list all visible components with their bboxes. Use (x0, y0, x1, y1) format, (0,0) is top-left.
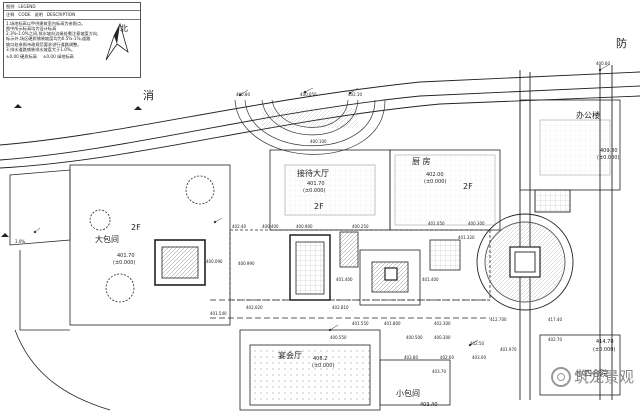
spot-elevation: 400.300 (434, 335, 451, 340)
spot-elevation: 403.00 (472, 355, 486, 360)
legend-title-code: LEGEND (18, 4, 36, 9)
spot-elevation: 400.60 (596, 61, 610, 66)
road-label: 防 (616, 37, 627, 50)
watermark: 筑龙景观 (551, 366, 634, 387)
spot-elevation: 401.540 (210, 311, 227, 316)
office-zero: (±0.000) (597, 155, 620, 161)
slope-label: 3.0% (15, 239, 26, 244)
legend-symbol-hard: ±0.00 硬质标高 (6, 54, 37, 59)
spot-elevation: 401.050 (428, 221, 445, 226)
spot-elevation: 400.550 (330, 335, 347, 340)
spot-elevation: 402.810 (332, 305, 349, 310)
spot-elevation: 400.400 (262, 224, 279, 229)
spot-elevation: 401.970 (500, 347, 517, 352)
courtyard-elevation: 414.70 (596, 339, 614, 345)
spot-elevation: 412.700 (490, 317, 507, 322)
legend-col-desc-en: DESCRIPTION (46, 12, 76, 18)
slope-arrows (1, 104, 142, 237)
north-label: 北 (120, 24, 128, 33)
legend-note: 2.3%-1.0%之间,排水坡向边缘处需注意坡度方向, (6, 31, 99, 36)
kitchen-floor: 2F (463, 182, 473, 191)
spot-elevation: 400.80 (236, 92, 250, 97)
spot-elevation: 402.300 (434, 321, 451, 326)
spot-elevation: 401.800 (384, 321, 401, 326)
kitchen-label: 厨 房 (412, 157, 431, 166)
legend-note: 3.排水道路铺装排水坡度大于1.0%。 (6, 46, 76, 52)
courtyard-zero: (±0.000) (593, 347, 616, 353)
spot-elevation: 401.400 (336, 277, 353, 282)
spot-elevation: 400.500 (406, 335, 423, 340)
watermark-text: 筑龙景观 (574, 368, 635, 386)
spot-elevation: 402.020 (246, 305, 263, 310)
legend-note: 图中所示标高均为设计标高 (6, 25, 57, 31)
spot-elevation: 400.100 (310, 139, 327, 144)
reception-hall-label: 接待大厅 (297, 169, 329, 178)
legend-symbol-green: ±0.00 绿地标高 (42, 54, 74, 59)
spot-elevation: 400.990 (238, 261, 255, 266)
road-label: 消 (143, 89, 154, 102)
office-building-label: 办公楼 (576, 111, 600, 120)
legend-notes: 1.场地标高以甲供建筑室内标高为参照点。 图中所示标高均为设计标高 2.3%-1… (4, 20, 108, 54)
banquet-hall-label: 宴会厅 (278, 351, 302, 360)
spot-elevation: 417.40 (548, 317, 562, 322)
legend-note: 坡口处参照市政规范要求进行道路调整。 (6, 41, 82, 47)
spot-elevation: 401.320 (458, 235, 475, 240)
legend-col-desc: 说明 (34, 12, 43, 18)
small-room-elevation: 403.40 (420, 402, 438, 408)
spot-elevation: 400.300 (468, 221, 485, 226)
spot-elevation: 402.40 (232, 224, 246, 229)
spot-elevation: 402.70 (548, 337, 562, 342)
spot-elevation: 401.400 (422, 277, 439, 282)
entrance-plaza (234, 99, 386, 155)
banquet-elevation: 406.2 (313, 356, 328, 362)
legend-col-code: CODE (18, 12, 31, 18)
legend-col-note: 注释 (6, 12, 15, 18)
spot-elevation: 400.250 (352, 224, 369, 229)
round-plaza (476, 189, 574, 311)
central-court (210, 229, 491, 319)
banquet-zero: (±0.000) (312, 363, 335, 369)
small-room-label: 小包间 (396, 389, 420, 398)
private-room-floor: 2F (131, 223, 141, 232)
office-elevation: 409.80 (600, 148, 618, 154)
elevation-markers (33, 63, 611, 347)
private-room-wing (9, 164, 231, 411)
spot-elevation: 402.10 (348, 92, 362, 97)
spot-elevation: 402.50 (470, 341, 484, 346)
private-room-zero: (±0.000) (113, 260, 136, 266)
kitchen-elevation: 402.00 (426, 172, 444, 178)
spot-elevation: 403.70 (432, 369, 446, 374)
spot-elevation: 402.60 (440, 355, 454, 360)
buildings (239, 99, 621, 411)
reception-zero: (±0.000) (303, 188, 326, 194)
private-room-label: 大包间 (95, 235, 119, 244)
wechat-logo-icon (551, 366, 571, 387)
kitchen-zero: (±0.000) (424, 179, 447, 185)
reception-floor: 2F (314, 202, 324, 211)
spot-elevation: 400.900 (296, 224, 313, 229)
spot-elevation: 401.550 (352, 321, 369, 326)
spot-elevation: 400.090 (206, 259, 223, 264)
legend-note: 标示外,场区硬质铺装坡度均为0.5%-1%,道路 (6, 36, 91, 42)
spot-elevation: 400.050 (300, 92, 317, 97)
legend-box: 图例 LEGEND 注释 CODE 说明 DESCRIPTION 1.场地标高以… (3, 2, 141, 78)
private-room-elevation: 401.70 (117, 253, 135, 259)
reception-elevation: 401.70 (307, 181, 325, 187)
legend-title-label: 图例 (6, 4, 15, 9)
legend-note: 1.场地标高以甲供建筑室内标高为参照点。 (6, 20, 86, 26)
spot-elevation: 403.80 (404, 355, 418, 360)
courtyard-label: 小四合院 (576, 369, 608, 378)
north-arrow-icon (105, 22, 129, 61)
